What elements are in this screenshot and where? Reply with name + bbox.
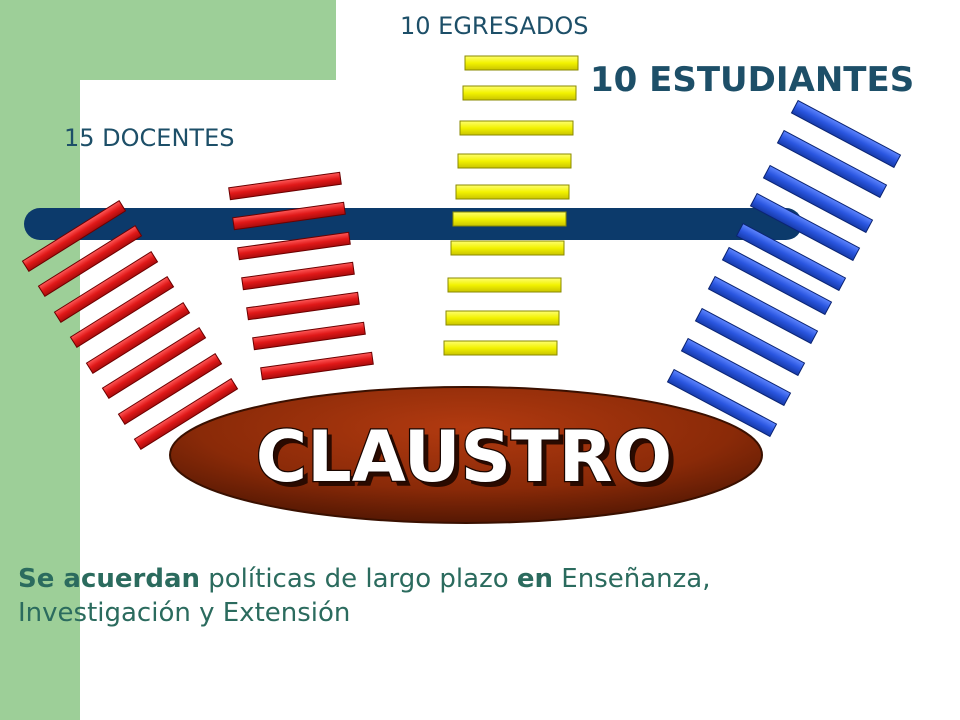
claustro-title-shadow: CLAUSTRO — [261, 421, 677, 503]
estudiantes-bar — [790, 99, 902, 169]
estudiantes-bar — [762, 164, 874, 234]
estudiantes-label: 10 ESTUDIANTES — [590, 60, 915, 100]
green-top-panel — [80, 0, 336, 80]
docentes-bar — [228, 171, 342, 201]
docentes-bar — [117, 353, 223, 425]
egresados-bar — [443, 340, 558, 356]
docentes-bar — [37, 225, 143, 297]
egresados-bar — [457, 153, 572, 169]
estudiantes-bar — [749, 192, 861, 262]
estudiantes-bar — [694, 307, 806, 377]
docentes-left-group — [21, 200, 239, 450]
estudiantes-bar — [721, 246, 833, 316]
docentes-bar — [260, 351, 374, 381]
egresados-bar — [445, 310, 560, 326]
estudiantes-group — [666, 99, 902, 438]
egresados-bar — [459, 120, 574, 136]
docentes-bar — [69, 276, 175, 348]
caption-text-1: políticas de largo plazo — [200, 564, 517, 594]
claustro-oval: CLAUSTRO CLAUSTRO — [169, 386, 763, 524]
caption-text-2: Enseñanza, — [553, 564, 711, 594]
egresados-group — [443, 55, 579, 356]
docentes-bar — [246, 291, 360, 321]
egresados-bar — [464, 55, 579, 71]
docentes-bar — [133, 378, 239, 450]
green-side-panel — [0, 0, 80, 720]
estudiantes-bar — [776, 129, 888, 199]
egresados-bar — [462, 85, 577, 101]
estudiantes-bar — [666, 368, 778, 438]
docentes-bar — [21, 200, 127, 272]
egresados-bar — [455, 184, 570, 200]
caption-text-3: Investigación y Extensión — [18, 598, 351, 628]
claustro-title: CLAUSTRO — [256, 416, 672, 498]
docentes-bar — [232, 201, 346, 231]
egresados-bar — [447, 277, 562, 293]
docentes-bar — [85, 302, 191, 374]
egresados-label: 10 EGRESADOS — [400, 12, 589, 40]
estudiantes-bar — [680, 337, 792, 407]
egresados-bar — [452, 211, 567, 227]
docentes-label: 15 DOCENTES — [64, 124, 235, 152]
docentes-bar — [252, 321, 366, 351]
caption-bold-2: en — [516, 564, 554, 594]
caption-bold-1: Se acuerdan — [18, 564, 200, 594]
caption-text: Se acuerdan políticas de largo plazo en … — [18, 562, 898, 630]
docentes-bar — [53, 251, 159, 323]
docentes-bar — [241, 261, 355, 291]
docentes-right-group — [228, 171, 374, 381]
docentes-bar — [101, 327, 207, 399]
egresados-bar — [450, 240, 565, 256]
navy-band — [24, 208, 802, 240]
estudiantes-bar — [735, 222, 847, 292]
estudiantes-bar — [707, 275, 819, 345]
docentes-bar — [237, 231, 351, 261]
